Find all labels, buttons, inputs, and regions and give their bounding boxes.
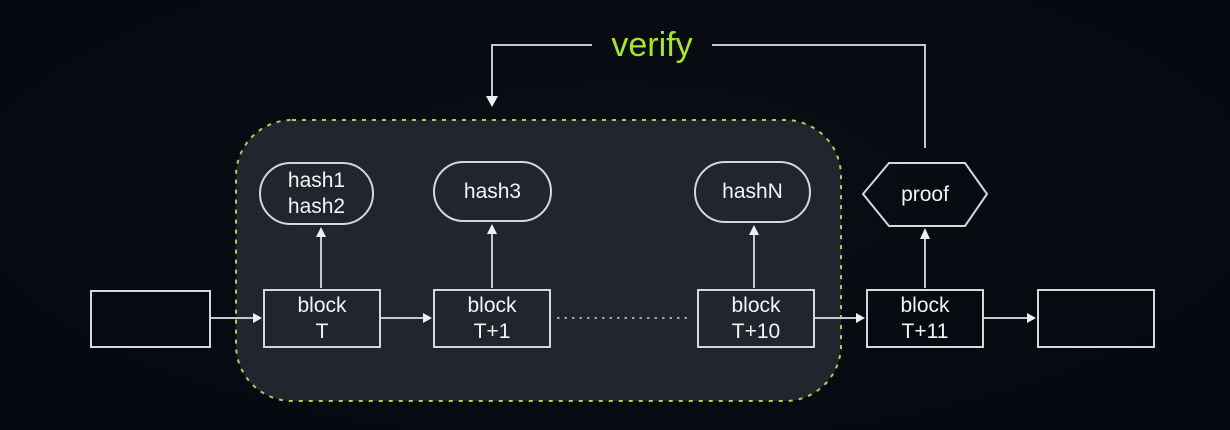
- block-label-line: block: [900, 293, 950, 317]
- block-node-T10: block T+10: [697, 289, 815, 348]
- arrowhead-blockT-to-blockT1-icon: [423, 313, 432, 323]
- hash-node-hashN: hashN: [694, 161, 811, 223]
- block-label-line: block: [297, 293, 347, 317]
- block-label-line: block: [731, 293, 781, 317]
- verify-label: verify: [611, 26, 693, 64]
- hash-label-line: hash2: [287, 194, 346, 218]
- block-label-line: T+1: [473, 319, 511, 343]
- block-node-T11: block T+11: [866, 289, 984, 348]
- empty-block-left: [90, 290, 211, 348]
- hash-label-line: hash3: [463, 179, 522, 203]
- block-node-T1: block T+1: [433, 289, 551, 348]
- arrowhead-blockT1-to-hash3-icon: [487, 224, 497, 234]
- hash-label-line: hash1: [287, 168, 346, 192]
- verify-bracket-right-line: [712, 44, 926, 148]
- block-label-line: T: [315, 319, 329, 343]
- proof-label: proof: [901, 183, 949, 206]
- block-label-line: T+10: [731, 319, 781, 343]
- arrowhead-blockT10-to-blockT11-icon: [856, 313, 865, 323]
- block-label-line: block: [467, 293, 517, 317]
- arrowhead-blockT11-to-proof-icon: [920, 228, 930, 239]
- hash-node-hash3: hash3: [433, 161, 552, 222]
- arrowhead-blockT10-to-hashN-icon: [749, 225, 759, 235]
- hash-node-hash1-hash2: hash1 hash2: [259, 162, 374, 225]
- arrowhead-blockT11-to-rightbox-icon: [1027, 313, 1036, 323]
- block-label-line: T+11: [901, 319, 949, 343]
- arrowhead-leftbox-to-blockT-icon: [253, 313, 262, 323]
- arrowhead-blockT-to-hash12-icon: [316, 227, 326, 237]
- verify-down-arrowhead-icon: [486, 96, 498, 107]
- block-node-T: block T: [263, 289, 381, 348]
- empty-block-right: [1037, 289, 1155, 348]
- hash-label-line: hashN: [722, 180, 783, 203]
